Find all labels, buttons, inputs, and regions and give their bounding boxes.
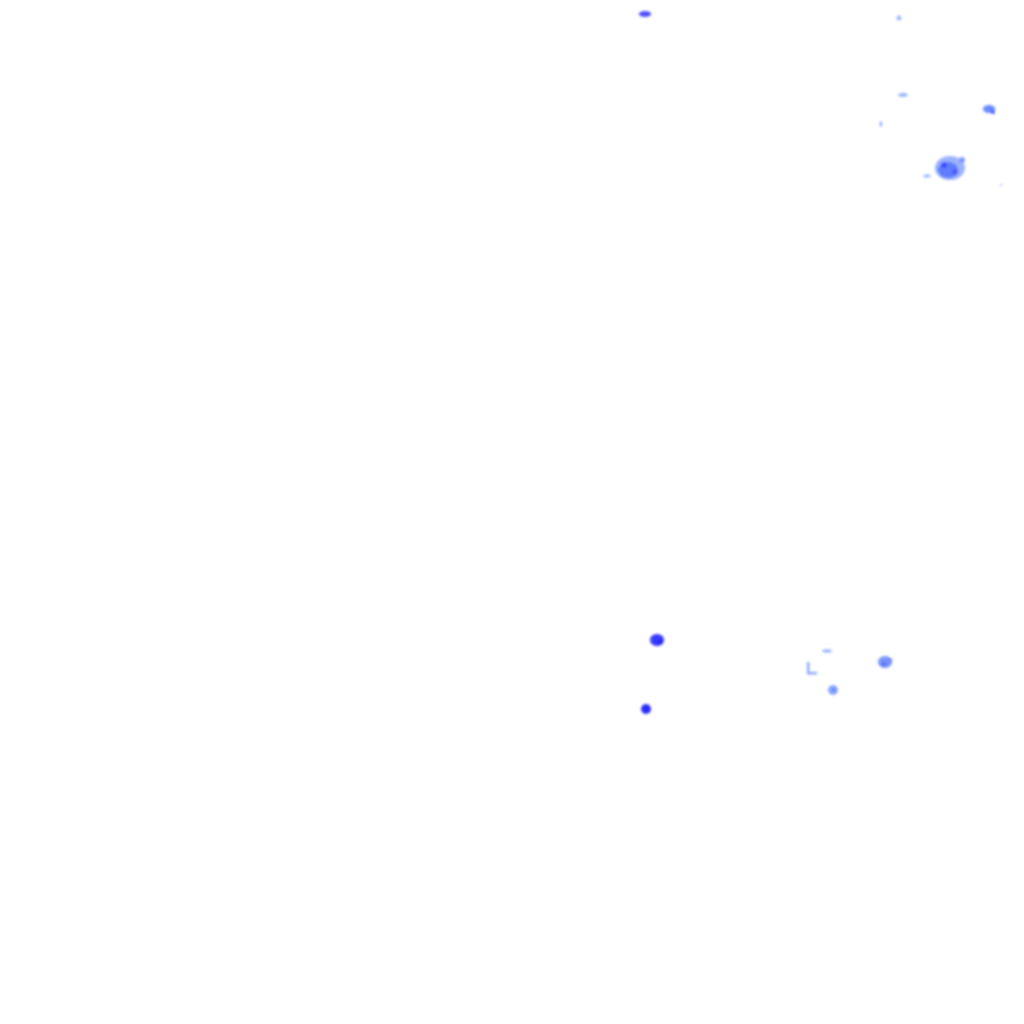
- echo-lower-center-2: [641, 704, 651, 714]
- echo-lower-right-1: [822, 649, 832, 653]
- echo-lower-right-4: [828, 685, 838, 695]
- echo-top-right-speck: [896, 15, 902, 21]
- echo-upper-right-streak: [898, 93, 908, 97]
- echo-upper-right-small-1: [983, 105, 995, 114]
- echo-top-center: [639, 11, 651, 17]
- echo-lower-right-3: [878, 656, 892, 668]
- echo-upper-right-small-2: [879, 121, 883, 127]
- echo-lower-center-1: [650, 634, 664, 646]
- echo-upper-right-cluster: [923, 156, 1002, 186]
- echo-lower-right-2: [807, 662, 817, 675]
